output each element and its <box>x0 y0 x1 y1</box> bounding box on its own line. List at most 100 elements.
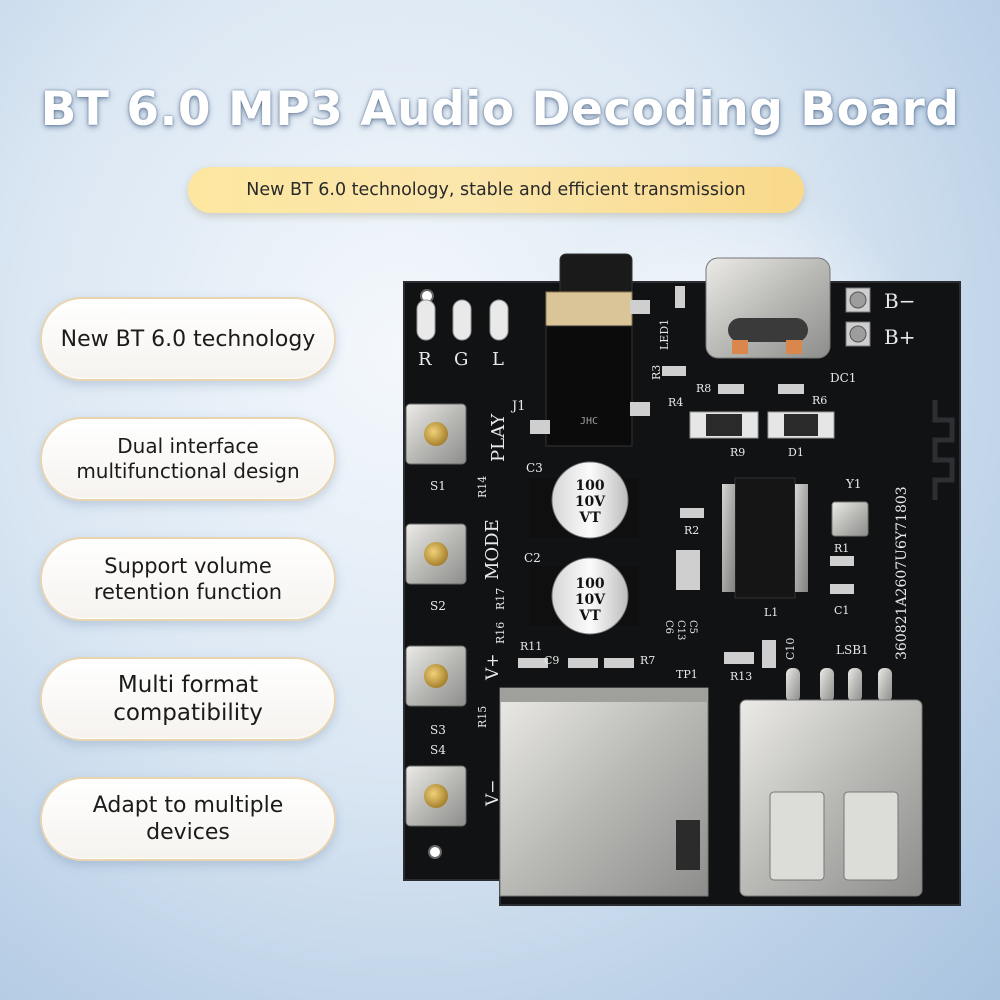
feature-pill-bt: New BT 6.0 technology <box>40 297 336 381</box>
smd-r3 <box>662 366 686 376</box>
silk-s3: S3 <box>430 723 446 737</box>
usb-c-pad <box>786 340 802 354</box>
silk-r14: R14 <box>476 476 489 498</box>
silk-b-plus: B+ <box>884 325 915 349</box>
silk-serial: 360821A2607U6Y71803 <box>894 486 910 660</box>
feature-pill-multi-format: Multi format compatibility <box>40 657 336 741</box>
silk-l: L <box>492 349 504 370</box>
decoder-ic <box>722 477 808 599</box>
pcb-board-photo: R G L J1 PLAY LED1 R3 R4 R8 R6 R9 D1 DC1… <box>403 253 961 906</box>
audio-jack-top <box>559 253 633 297</box>
screw-icon <box>849 291 867 309</box>
feature-list: New BT 6.0 technology Dual interface mul… <box>40 297 336 897</box>
silk-r15: R15 <box>476 706 489 728</box>
silk-l1: L1 <box>764 606 778 619</box>
crystal-y1 <box>831 501 869 537</box>
smd-led1 <box>675 286 685 308</box>
silk-play: PLAY <box>488 413 509 462</box>
silk-dc1: DC1 <box>830 371 856 385</box>
silk-c13: C13 <box>675 620 686 640</box>
silk-g: G <box>454 349 468 370</box>
pad-g <box>452 299 472 341</box>
silk-c6: C6 <box>663 620 674 634</box>
silk-mode: MODE <box>482 519 503 580</box>
smd-r7 <box>604 658 634 668</box>
smd-c10 <box>762 640 776 668</box>
cap-c3-series: VT <box>578 510 601 526</box>
feature-label: New BT 6.0 technology <box>60 326 316 352</box>
usb-a-pin <box>848 668 862 702</box>
feature-label: Multi format compatibility <box>113 672 263 726</box>
usb-c-pad <box>732 340 748 354</box>
silk-c5: C5 <box>687 620 698 634</box>
silk-s1: S1 <box>430 479 446 493</box>
silk-r13: R13 <box>730 670 752 683</box>
silk-y1: Y1 <box>845 477 862 491</box>
silk-s2: S2 <box>430 599 446 613</box>
silk-s4: S4 <box>430 743 446 757</box>
smd-r11 <box>518 658 548 668</box>
usb-a-tab <box>769 791 825 881</box>
usb-a-pin <box>820 668 834 702</box>
usb-c-opening <box>728 318 808 342</box>
cap-c2-voltage: 10V <box>575 592 606 608</box>
audio-jack-collar <box>545 291 633 329</box>
silk-r6: R6 <box>812 394 827 407</box>
feature-label: Dual interface multifunctional design <box>76 434 300 483</box>
audio-jack-pin <box>630 402 650 416</box>
smd-r9-body <box>706 414 742 436</box>
silk-vminus: V− <box>483 779 503 807</box>
subtitle-banner: New BT 6.0 technology, stable and effici… <box>188 167 804 213</box>
cap-c2-value: 100 <box>575 576 604 592</box>
smd-d1-body <box>784 414 818 436</box>
sd-card-latch <box>676 820 700 870</box>
silk-b-minus: B− <box>884 289 915 313</box>
cap-c3-value: 100 <box>575 478 604 494</box>
usb-a-pin <box>786 668 800 702</box>
smd-c1 <box>830 584 854 594</box>
silk-led1: LED1 <box>658 319 671 350</box>
silk-lsb1: LSB1 <box>836 643 869 657</box>
audio-jack-pin <box>530 420 550 434</box>
antenna-trace <box>932 400 955 500</box>
switch-s4 <box>405 765 467 827</box>
sd-card-slot-edge <box>500 688 708 702</box>
feature-pill-volume-retention: Support volume retention function <box>40 537 336 621</box>
smd-r2 <box>680 508 704 518</box>
smd-r13 <box>724 652 754 664</box>
feature-pill-multi-device: Adapt to multiple devices <box>40 777 336 861</box>
switch-s2 <box>405 523 467 585</box>
capacitor-c3 <box>530 461 638 539</box>
cap-c3-voltage: 10V <box>575 494 606 510</box>
switch-s3 <box>405 645 467 707</box>
usb-c-connector <box>705 257 831 359</box>
silk-c2: C2 <box>524 551 541 565</box>
silk-r3: R3 <box>650 365 663 380</box>
switch-s1 <box>405 403 467 465</box>
pad-r <box>416 299 436 341</box>
silk-c10: C10 <box>784 638 797 660</box>
silk-tp1: TP1 <box>676 668 698 681</box>
usb-a-tab <box>843 791 899 881</box>
feature-label: Adapt to multiple devices <box>92 793 284 845</box>
cap-c2-series: VT <box>578 608 601 624</box>
silk-r9: R9 <box>730 446 745 459</box>
jack-logo: JHC <box>580 416 598 427</box>
smd-r1 <box>830 556 854 566</box>
smd-r6 <box>778 384 804 394</box>
silk-c3: C3 <box>526 461 543 475</box>
smd-r8 <box>718 384 744 394</box>
silk-r16: R16 <box>494 622 507 644</box>
silk-r8: R8 <box>696 382 711 395</box>
smd-c9 <box>568 658 598 668</box>
feature-pill-dual-interface: Dual interface multifunctional design <box>40 417 336 501</box>
silk-d1: D1 <box>788 446 804 459</box>
capacitor-c2 <box>530 557 638 635</box>
silk-vplus: V+ <box>483 653 503 681</box>
silk-r4: R4 <box>668 396 683 409</box>
silk-r1: R1 <box>834 542 849 555</box>
mount-hole <box>428 845 442 859</box>
silk-j1: J1 <box>510 399 525 414</box>
smd-cap-column <box>676 550 700 590</box>
silk-r2: R2 <box>684 524 699 537</box>
